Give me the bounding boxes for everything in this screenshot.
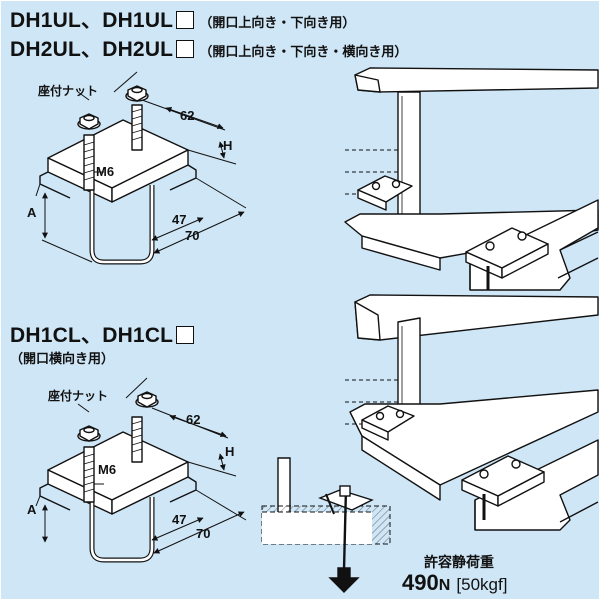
beam-assembly-bottom: [345, 294, 599, 531]
dimension-lines-bottom: [35, 377, 247, 554]
clamp-drawing-bottom: [39, 391, 197, 563]
dim-70-bottom: 70: [196, 526, 211, 541]
header-models-2: DH2UL、DH2UL: [10, 38, 174, 61]
load-diagram: [261, 457, 391, 593]
variant-box-1: [176, 11, 195, 29]
bolt-size-bottom: M6: [98, 462, 117, 477]
dimension-lines-top: [35, 71, 247, 263]
header-models-1: DH1UL、DH1UL: [10, 9, 174, 32]
bolt-right: [131, 416, 143, 463]
beam-assembly-top: [344, 67, 599, 291]
header-line-2: DH2UL、DH2UL （開口上向き・下向き・横向き用）: [10, 33, 407, 63]
bolt-right: [131, 104, 143, 151]
clamp-drawing-top: [39, 85, 197, 265]
dim-a-top: A: [27, 205, 37, 220]
nut-label-top: 座付ナット: [38, 84, 99, 98]
variant-box-3: [176, 326, 195, 344]
dim-h-top: H: [223, 138, 233, 153]
dim-70-top: 70: [185, 228, 200, 243]
load-unit: N: [438, 577, 451, 594]
bolt-size-top: M6: [96, 164, 115, 179]
dim-a-bottom: A: [27, 502, 37, 517]
load-arrow-icon: [328, 567, 360, 593]
section2-title: DH1CL、DH1CL: [10, 319, 195, 349]
header-note-2: （開口上向き・下向き・横向き用）: [199, 45, 408, 60]
load-label: 許容静荷重: [424, 555, 494, 571]
load-value: 490N [50kgf]: [402, 570, 507, 596]
variant-box-2: [176, 40, 195, 58]
dim-62-top: 62: [180, 108, 195, 123]
dim-h-bottom: H: [225, 444, 235, 459]
header-line-1: DH1UL、DH1UL （開口上向き・下向き用）: [10, 4, 355, 34]
section2-note: （開口横向き用）: [10, 352, 115, 367]
section2-models: DH1CL、DH1CL: [10, 324, 174, 347]
dim-47-top: 47: [172, 212, 187, 227]
header-note-1: （開口上向き・下向き用）: [199, 16, 356, 31]
dim-62-bottom: 62: [186, 412, 201, 427]
load-number: 490: [402, 570, 439, 595]
dim-47-bottom: 47: [172, 512, 187, 527]
bolt-left: [83, 134, 95, 191]
bolt-left: [83, 446, 95, 503]
load-alt-unit: [50kgf]: [456, 575, 508, 594]
nut-label-bottom: 座付ナット: [48, 389, 109, 403]
